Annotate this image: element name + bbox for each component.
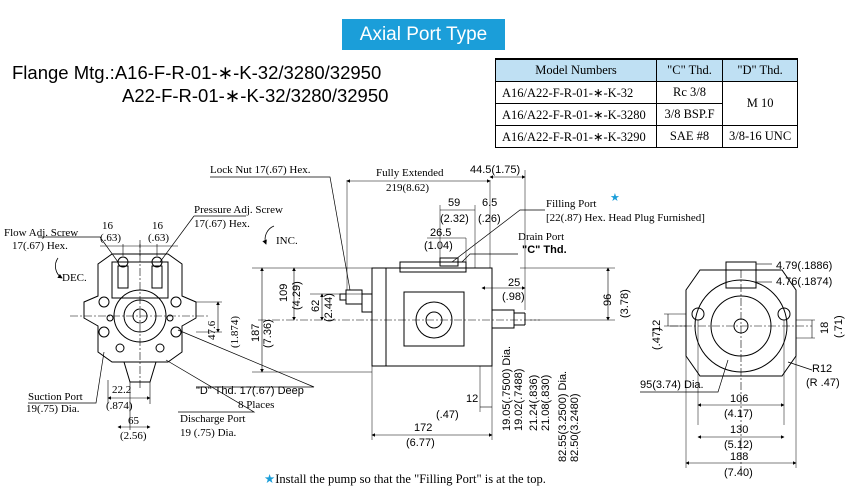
dim-6-77: (6.77) bbox=[406, 437, 435, 449]
dim-16-b: 16 bbox=[152, 220, 164, 232]
dim-7-40: (7.40) bbox=[724, 467, 753, 479]
dim-65: 65 bbox=[128, 415, 140, 427]
installation-note: ★Install the pump so that the "Filling P… bbox=[264, 471, 546, 487]
dim-219: 219(8.62) bbox=[386, 182, 429, 194]
radius-12: R12 bbox=[812, 363, 832, 375]
dim-874: (.874) bbox=[106, 400, 133, 412]
header-model-numbers: Model Numbers bbox=[495, 58, 657, 82]
key-dim-min: 21.08(.830) bbox=[540, 375, 552, 431]
star-icon: ★ bbox=[264, 472, 276, 486]
lock-nut-label: Lock Nut 17(.67) Hex. bbox=[210, 164, 311, 176]
pilot-dia-max: 82.55(3.2500) Dia. bbox=[557, 371, 569, 462]
dim-95-dia: 95(3.74) Dia. bbox=[640, 379, 704, 391]
key-dim-max: 21.24(.836) bbox=[528, 375, 540, 431]
dim-62: 62 bbox=[310, 300, 322, 312]
dim-106: 106 bbox=[730, 393, 748, 405]
dim-2-32: (2.32) bbox=[440, 213, 469, 225]
dim-187: 187 bbox=[250, 324, 262, 342]
flange-model-line-2: A22-F-R-01-∗-K-32/3280/32950 bbox=[122, 85, 389, 106]
flange-prefix: Flange Mtg.: bbox=[12, 62, 115, 83]
places-label: 8 Places bbox=[238, 399, 274, 411]
d-thread-cell: 3/8-16 UNC bbox=[721, 125, 799, 148]
dim-2-44: (2.44) bbox=[323, 293, 335, 322]
dim-96: 96 bbox=[602, 294, 614, 306]
flow-adj-hex-label: 17(.67) Hex. bbox=[12, 240, 68, 252]
model-cell: A16/A22-F-R-01-∗-K-3290 bbox=[495, 125, 657, 148]
drain-port-label: Drain Port bbox=[518, 231, 564, 243]
filling-port-label: Filling Port bbox=[546, 198, 596, 210]
dim-47: (.47) bbox=[436, 409, 459, 421]
suction-port-label: Suction Port bbox=[28, 391, 83, 403]
dec-label: DEC. bbox=[62, 272, 87, 284]
discharge-port-label: Discharge Port bbox=[180, 413, 245, 425]
dim-98: (.98) bbox=[502, 291, 525, 303]
side-view bbox=[210, 170, 615, 440]
dim-4-17: (4.17) bbox=[724, 408, 753, 420]
dim-26: (.26) bbox=[478, 213, 501, 225]
dim-12: 12 bbox=[466, 393, 478, 405]
radius-47: (R .47) bbox=[806, 377, 840, 389]
dim-130: 130 bbox=[730, 424, 748, 436]
header-d-thread: "D" Thd. bbox=[721, 58, 799, 82]
dim-1-874: (1.874) bbox=[229, 316, 241, 348]
front-view bbox=[28, 215, 315, 430]
pressure-adj-screw-label: Pressure Adj. Screw bbox=[194, 204, 283, 216]
dim-18: 18 bbox=[819, 322, 831, 334]
dim-4-76: 4.76(.1874) bbox=[776, 276, 832, 288]
discharge-port-dia: 19 (.75) Dia. bbox=[180, 427, 236, 439]
dim-2-56: (2.56) bbox=[120, 430, 147, 442]
rear-view bbox=[640, 261, 815, 470]
header-c-thread: "C" Thd. bbox=[656, 58, 723, 82]
dim-1-04: (1.04) bbox=[424, 240, 453, 252]
inc-label: INC. bbox=[276, 235, 298, 247]
filling-port-note: [22(.87) Hex. Head Plug Furnished] bbox=[546, 212, 705, 224]
dim-4-29: (4.29) bbox=[291, 281, 303, 310]
pilot-dia-min: 82.50(3.2480) bbox=[569, 394, 581, 463]
dim-59: 59 bbox=[448, 197, 460, 209]
dim-63-b: (.63) bbox=[148, 232, 169, 244]
dim-7-36: (7.36) bbox=[262, 319, 274, 348]
filling-port-star-icon: ★ bbox=[610, 192, 620, 204]
dim-22-2: 22.2 bbox=[112, 384, 131, 396]
shaft-dia-min: 19.02(.7488) bbox=[513, 369, 525, 431]
flow-adj-screw-label: Flow Adj. Screw bbox=[4, 227, 78, 239]
dim-47-6: 47.6 bbox=[206, 320, 218, 340]
flange-mounting-models: Flange Mtg.:A16-F-R-01-∗-K-32/3280/32950… bbox=[12, 61, 388, 107]
table-row: A16/A22-F-R-01-∗-K-3290 SAE #8 3/8-16 UN… bbox=[495, 125, 799, 148]
shaft-dia-max: 19.05(.7500) Dia. bbox=[501, 346, 513, 431]
flange-model-line-1: A16-F-R-01-∗-K-32/3280/32950 bbox=[114, 62, 382, 83]
installation-note-text: Install the pump so that the "Filling Po… bbox=[275, 472, 546, 486]
dim-188: 188 bbox=[730, 451, 748, 463]
suction-port-dia: 19(.75) Dia. bbox=[26, 403, 80, 415]
dim-44-5: 44.5(1.75) bbox=[470, 164, 520, 176]
c-thread-label: "C" Thd. bbox=[522, 244, 567, 256]
fully-extended-label: Fully Extended bbox=[376, 167, 444, 179]
dim-172: 172 bbox=[414, 422, 432, 434]
dim-25: 25 bbox=[508, 277, 520, 289]
section-title-banner: Axial Port Type bbox=[342, 19, 505, 50]
dim-5-12: (5.12) bbox=[724, 439, 753, 451]
d-thread-label: "D" Thd. 17(.67) Deep bbox=[196, 385, 304, 397]
c-thread-cell: SAE #8 bbox=[656, 125, 723, 148]
model-thread-table: Model Numbers "C" Thd. "D" Thd. A16/A22-… bbox=[495, 58, 799, 148]
pressure-adj-hex-label: 17(.67) Hex. bbox=[194, 218, 250, 230]
dim-4-79: 4.79(.1886) bbox=[776, 260, 832, 272]
c-thread-cell: Rc 3/8 bbox=[656, 81, 723, 104]
dimension-labels: Flow Adj. Screw 17(.67) Hex. DEC. 16 (.6… bbox=[4, 164, 845, 479]
dim-16-a: 16 bbox=[102, 220, 114, 232]
dim-3-78: (3.78) bbox=[619, 289, 631, 318]
dim-63-a: (.63) bbox=[100, 232, 121, 244]
dim-12-rear: 12 bbox=[651, 320, 663, 332]
dim-47-rear: (.47) bbox=[651, 327, 663, 350]
dim-109: 109 bbox=[278, 284, 290, 302]
dim-26-5: 26.5 bbox=[430, 227, 451, 239]
dim-6-5: 6.5 bbox=[482, 197, 497, 209]
dim-71: (.71) bbox=[833, 315, 845, 338]
